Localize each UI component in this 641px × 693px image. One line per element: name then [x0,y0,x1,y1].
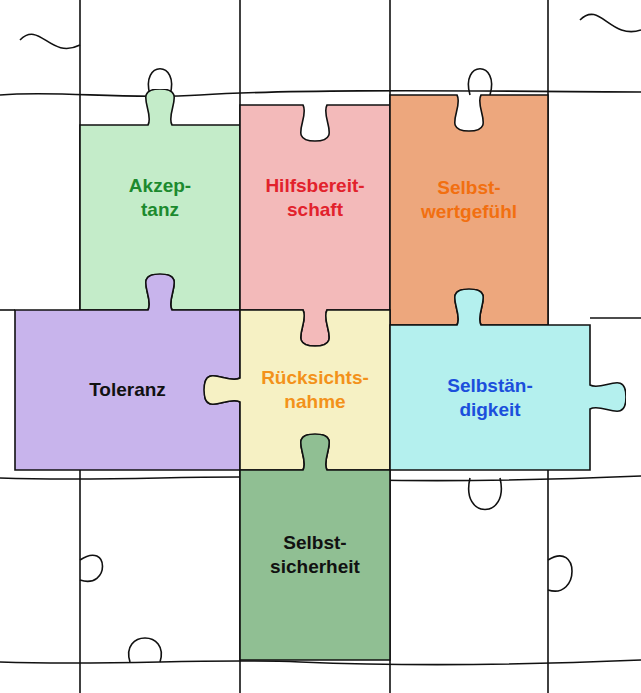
puzzle-piece: Selbst- sicherheit [204,434,426,693]
piece-outline [390,289,626,470]
piece-label: Selbst- wertgefühl [421,176,517,224]
piece-label-area: Selbstän- digkeit [390,325,590,470]
piece-label: Rücksichts- nahme [261,366,369,414]
piece-label: Selbstän- digkeit [447,374,533,422]
piece-label-area: Hilfsbereit- schaft [240,95,390,300]
piece-outline [204,310,390,470]
piece-outline [240,434,390,660]
piece-label: Akzep- tanz [129,174,191,222]
piece-label-area: Selbst- wertgefühl [390,85,548,315]
piece-label-area: Akzep- tanz [80,105,240,290]
piece-shape [354,289,626,506]
piece-outline [15,274,240,470]
piece-label-area: Selbst- sicherheit [240,460,390,650]
piece-label: Hilfsbereit- schaft [265,174,364,222]
puzzle-piece: Selbstän- digkeit [354,289,626,506]
piece-label: Toleranz [89,378,166,402]
piece-label: Selbst- sicherheit [270,531,360,579]
